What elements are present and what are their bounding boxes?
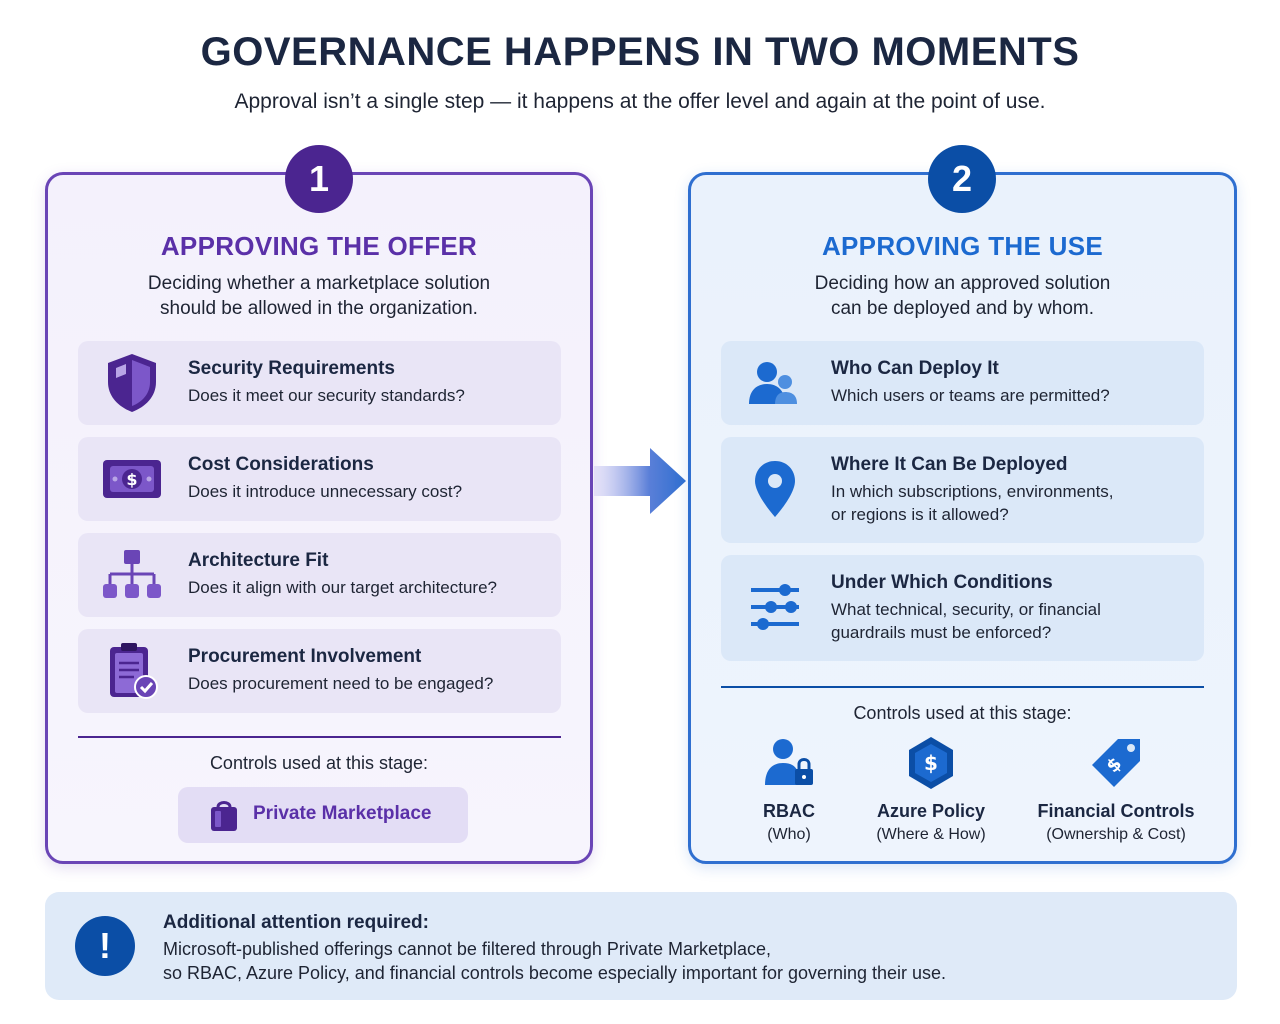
note-body: Microsoft-published offerings cannot be …	[163, 937, 1213, 985]
location-pin-icon	[743, 457, 807, 521]
use-card-title: Where It Can Be Deployed	[831, 454, 1068, 475]
use-desc-line1: Deciding how an approved solution	[814, 273, 1111, 294]
azure-policy-control: $ Azure Policy (Where & How)	[861, 735, 1001, 844]
offer-panel-title: APPROVING THE OFFER	[160, 231, 478, 261]
use-card-desc: What technical, security, or financial g…	[831, 598, 1192, 644]
use-card-who: Who Can Deploy It Which users or teams a…	[721, 341, 1204, 425]
offer-card-title: Procurement Involvement	[188, 646, 422, 667]
svg-text:$: $	[126, 470, 137, 489]
offer-card-procurement: Procurement Involvement Does procurement…	[78, 629, 561, 713]
use-card-desc-line2: guardrails must be enforced?	[831, 623, 1052, 642]
offer-card-title: Cost Considerations	[188, 454, 374, 475]
use-card-title: Who Can Deploy It	[831, 358, 999, 379]
use-panel-title: APPROVING THE USE	[821, 231, 1104, 261]
note-line2: so RBAC, Azure Policy, and financial con…	[163, 963, 947, 983]
shield-icon	[100, 351, 164, 415]
offer-desc-line1: Deciding whether a marketplace solution	[147, 273, 491, 294]
shopping-bag-icon	[206, 797, 242, 833]
price-tag-icon: $	[1088, 735, 1144, 791]
clipboard-check-icon	[100, 639, 164, 703]
hierarchy-icon	[100, 543, 164, 607]
user-lock-icon	[761, 735, 817, 791]
sliders-icon	[743, 575, 807, 639]
step-badge-2: 2	[928, 145, 996, 213]
use-card-where: Where It Can Be Deployed In which subscr…	[721, 437, 1204, 543]
page-title: GOVERNANCE HAPPENS IN TWO MOMENTS	[200, 30, 1080, 74]
offer-panel-description: Deciding whether a marketplace solution …	[108, 271, 530, 321]
page-subtitle: Approval isn’t a single step — it happen…	[234, 90, 1046, 113]
note-line1: Microsoft-published offerings cannot be …	[163, 939, 771, 959]
offer-card-desc: Does it meet our security standards?	[188, 386, 465, 405]
use-panel-description: Deciding how an approved solution can be…	[751, 271, 1174, 321]
offer-card-desc: Does it align with our target architectu…	[188, 578, 497, 597]
use-divider	[721, 686, 1204, 688]
offer-card-desc: Does it introduce unnecessary cost?	[188, 482, 463, 501]
use-card-desc: Which users or teams are permitted?	[831, 386, 1110, 405]
financial-controls-control: $ Financial Controls (Ownership & Cost)	[1021, 735, 1211, 844]
users-icon	[743, 351, 807, 415]
use-card-desc-line1: In which subscriptions, environments,	[831, 482, 1114, 501]
financial-controls-name: Financial Controls	[1037, 801, 1195, 821]
attention-note: ! Additional attention required: Microso…	[45, 892, 1237, 1000]
offer-card-security: Security Requirements Does it meet our s…	[78, 341, 561, 425]
money-icon: $	[100, 447, 164, 511]
offer-card-cost: $ Cost Considerations Does it introduce …	[78, 437, 561, 521]
svg-text:$: $	[924, 751, 938, 775]
use-card-desc-line1: What technical, security, or financial	[831, 600, 1101, 619]
financial-controls-sub: (Ownership & Cost)	[1046, 826, 1186, 843]
use-card-conditions: Under Which Conditions What technical, s…	[721, 555, 1204, 661]
policy-hexagon-icon: $	[903, 735, 959, 791]
use-desc-line2: can be deployed and by whom.	[830, 298, 1094, 319]
offer-card-desc: Does procurement need to be engaged?	[188, 674, 494, 693]
approving-use-panel: 2 APPROVING THE USE Deciding how an appr…	[688, 145, 1237, 864]
private-marketplace-control: Private Marketplace	[178, 787, 468, 843]
offer-desc-line2: should be allowed in the organization.	[160, 298, 478, 319]
offer-card-title: Security Requirements	[188, 358, 395, 379]
use-card-desc-line2: or regions is it allowed?	[831, 505, 1009, 524]
rbac-name: RBAC	[763, 801, 815, 821]
offer-card-architecture: Architecture Fit Does it align with our …	[78, 533, 561, 617]
private-marketplace-label: Private Marketplace	[253, 803, 432, 824]
rbac-sub: (Who)	[767, 826, 811, 843]
rbac-control: RBAC (Who)	[739, 735, 839, 844]
note-title: Additional attention required:	[163, 912, 429, 933]
azure-policy-sub: (Where & How)	[876, 826, 986, 843]
step-badge-1: 1	[285, 145, 353, 213]
exclamation-icon: !	[75, 916, 135, 976]
use-card-desc: In which subscriptions, environments, or…	[831, 480, 1192, 526]
offer-controls-label: Controls used at this stage:	[209, 753, 429, 773]
offer-divider	[78, 736, 561, 738]
approving-offer-panel: 1 APPROVING THE OFFER Deciding whether a…	[45, 145, 593, 864]
offer-card-title: Architecture Fit	[188, 550, 329, 571]
use-controls-label: Controls used at this stage:	[853, 703, 1072, 723]
use-card-title: Under Which Conditions	[831, 572, 1053, 593]
flow-arrow-icon	[592, 446, 688, 516]
azure-policy-name: Azure Policy	[876, 801, 986, 821]
